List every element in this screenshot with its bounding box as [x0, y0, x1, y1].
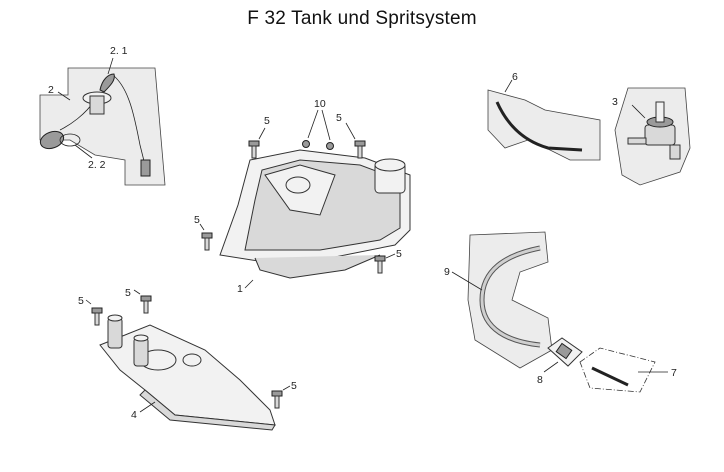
label-1: 1: [237, 283, 243, 295]
petcock-stem: [655, 101, 665, 123]
hose-9-group: 9: [444, 231, 553, 369]
label-2-2: 2. 2: [88, 159, 106, 171]
label-3: 3: [612, 96, 618, 108]
leader-2-2: [74, 144, 93, 159]
leader-5b: [345, 122, 356, 140]
leader-10b: [321, 109, 331, 141]
petcock-body: [644, 124, 676, 146]
filler-neck: [285, 176, 311, 194]
bolt-5e-shaft: [94, 312, 100, 326]
bolt-5c-head: [201, 232, 213, 239]
leader-2-1: [107, 57, 114, 75]
petcock-outlet-bottom: [669, 144, 681, 160]
bolt-5b-shaft: [357, 145, 363, 159]
leader-5e: [85, 299, 92, 305]
label-9: 9: [444, 266, 450, 278]
bolt-5d-head: [374, 255, 386, 262]
bracket-hole-2: [182, 353, 202, 367]
label-5f: 5: [125, 287, 131, 299]
leader-5f: [133, 289, 141, 295]
bracket-post-2: [133, 337, 149, 367]
label-5a: 5: [264, 115, 270, 127]
filter-group: 8: [537, 337, 583, 386]
leader-5a: [258, 127, 266, 140]
hose-7-outline: [579, 347, 656, 393]
label-5h: 5: [291, 380, 297, 392]
leader-5d: [385, 253, 396, 259]
leader-4: [139, 401, 156, 413]
leader-8: [543, 361, 559, 373]
label-4: 4: [131, 409, 137, 421]
screw-10a: [302, 140, 310, 148]
bolt-5f-head: [140, 295, 152, 302]
bracket-group: 4: [99, 314, 276, 431]
hose-6-group: 6: [487, 71, 601, 161]
diagram-title: F 32 Tank und Spritsystem: [247, 8, 477, 29]
sender-body: [89, 95, 105, 115]
bolt-5a-head: [248, 140, 260, 147]
label-5c: 5: [194, 214, 200, 226]
fuel-sender-group: 2 2. 1 2. 2: [39, 45, 166, 186]
screw-group-10: 10: [302, 98, 334, 150]
label-2: 2: [48, 84, 54, 96]
hose-9-panel: [467, 231, 553, 369]
bolt-5h-head: [271, 390, 283, 397]
sender-cap: [99, 73, 115, 93]
leader-1: [244, 279, 254, 289]
label-5b: 5: [336, 112, 342, 124]
label-5e: 5: [78, 295, 84, 307]
label-5d: 5: [396, 248, 402, 260]
bracket-edge: [139, 389, 276, 431]
label-6: 6: [512, 71, 518, 83]
leader-10a: [307, 109, 319, 139]
leader-6: [504, 79, 513, 93]
screw-10b: [326, 142, 334, 150]
bracket-post-2-top: [133, 334, 149, 342]
leader-5c: [199, 223, 205, 231]
filter-core: [555, 342, 573, 360]
petcock-group: 3: [612, 87, 691, 186]
leader-9: [451, 271, 483, 291]
label-7: 7: [671, 367, 677, 379]
tank-vent-top: [374, 158, 406, 172]
bracket-post-1-top: [107, 314, 123, 322]
hose-9-inner: [480, 246, 541, 347]
sender-wire: [113, 75, 146, 166]
bolt-5c-shaft: [204, 237, 210, 251]
bolt-5f-shaft: [143, 300, 149, 314]
fuel-sender-panel: [39, 67, 166, 186]
hose-6: [495, 101, 583, 152]
bolt-5b-head: [354, 140, 366, 147]
o-ring: [59, 133, 81, 147]
bracket-plate: [99, 324, 276, 426]
label-10: 10: [314, 98, 326, 110]
bolt-5a-shaft: [251, 145, 257, 159]
sender-connector: [140, 159, 151, 177]
leader-5h: [282, 385, 291, 391]
leader-2: [57, 91, 71, 101]
bracket-post-1: [107, 317, 123, 349]
leader-3: [631, 104, 646, 119]
label-8: 8: [537, 374, 543, 386]
bolt-5h-shaft: [274, 395, 280, 409]
hose-6-panel: [487, 89, 601, 161]
petcock-outlet-left: [627, 137, 647, 145]
label-2-1: 2. 1: [110, 45, 128, 57]
hose-7: [591, 366, 629, 387]
hose-7-group: 7: [579, 347, 677, 393]
bolt-5d-shaft: [377, 260, 383, 274]
fuel-tank-group: 1: [219, 149, 411, 295]
tank-bottom: [254, 254, 381, 279]
bolt-5e-head: [91, 307, 103, 314]
